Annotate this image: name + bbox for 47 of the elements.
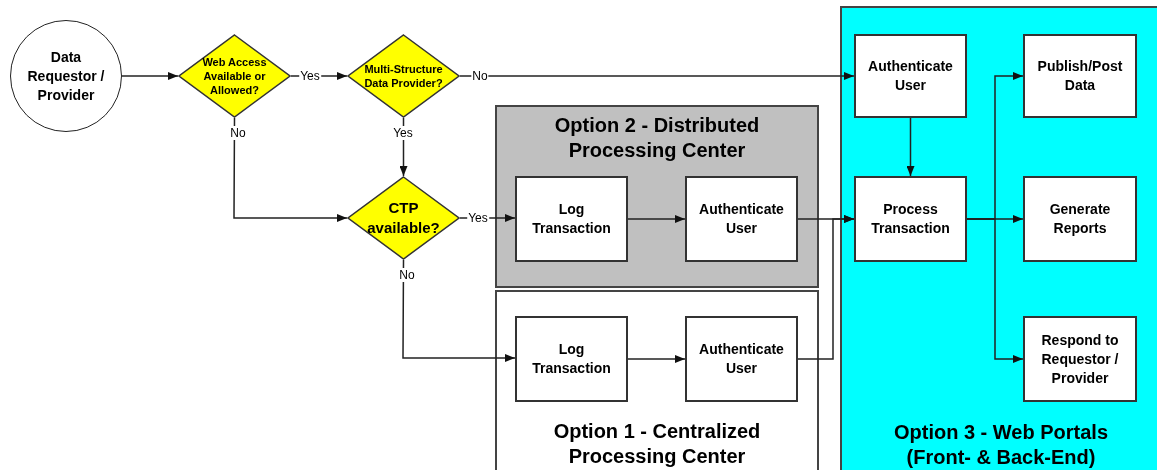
process-box (854, 34, 967, 118)
node-label: Multi-Structure Data Provider? (363, 62, 444, 90)
edge-label: Yes (392, 126, 414, 140)
option-panel (495, 290, 819, 470)
node-label: Log Transaction (531, 200, 612, 238)
edge-label: Yes (299, 69, 321, 83)
process-box (854, 176, 967, 262)
panel-title: Option 1 - Centralized Processing Center (552, 419, 762, 469)
process-box (1023, 34, 1137, 118)
process-box (515, 316, 628, 402)
process-box (685, 316, 798, 402)
arrow (399, 117, 408, 177)
node-label: CTP available? (366, 198, 441, 238)
node-label: Publish/Post Data (1036, 57, 1124, 95)
decision-diamond (178, 34, 291, 118)
option-panel (840, 6, 1157, 470)
arrow (121, 72, 179, 80)
arrow (627, 355, 686, 363)
node-label: Authenticate User (698, 340, 785, 378)
node-label: Process Transaction (870, 200, 951, 238)
edge-label: Yes (467, 211, 489, 225)
arrow (966, 218, 1024, 363)
node-label: Authenticate User (867, 57, 954, 95)
edge-label: No (229, 126, 247, 140)
node-label: Authenticate User (698, 200, 785, 238)
arrow (233, 117, 348, 222)
arrow (627, 215, 686, 223)
arrow (797, 215, 855, 360)
process-box (515, 176, 628, 262)
node-label: Data Requestor / Provider (26, 47, 106, 105)
arrow (402, 259, 516, 362)
node-label: Log Transaction (531, 340, 612, 378)
panel-title: Option 2 - Distributed Processing Center (553, 113, 761, 163)
process-box (1023, 176, 1137, 262)
process-box (685, 176, 798, 262)
edge-label: No (398, 268, 416, 282)
node-label: Generate Reports (1048, 200, 1112, 238)
node-label: Respond to Requestor / Provider (1040, 330, 1120, 388)
node-label: Web Access Available or Allowed? (201, 55, 268, 97)
decision-diamond (347, 176, 460, 260)
panel-title: Option 3 - Web Portals (Front- & Back-End) (892, 420, 1110, 470)
arrow (459, 72, 855, 80)
process-box (1023, 316, 1137, 402)
decision-diamond (347, 34, 460, 118)
arrow (906, 117, 915, 177)
option-panel (495, 105, 819, 288)
edge-label: No (471, 69, 489, 83)
